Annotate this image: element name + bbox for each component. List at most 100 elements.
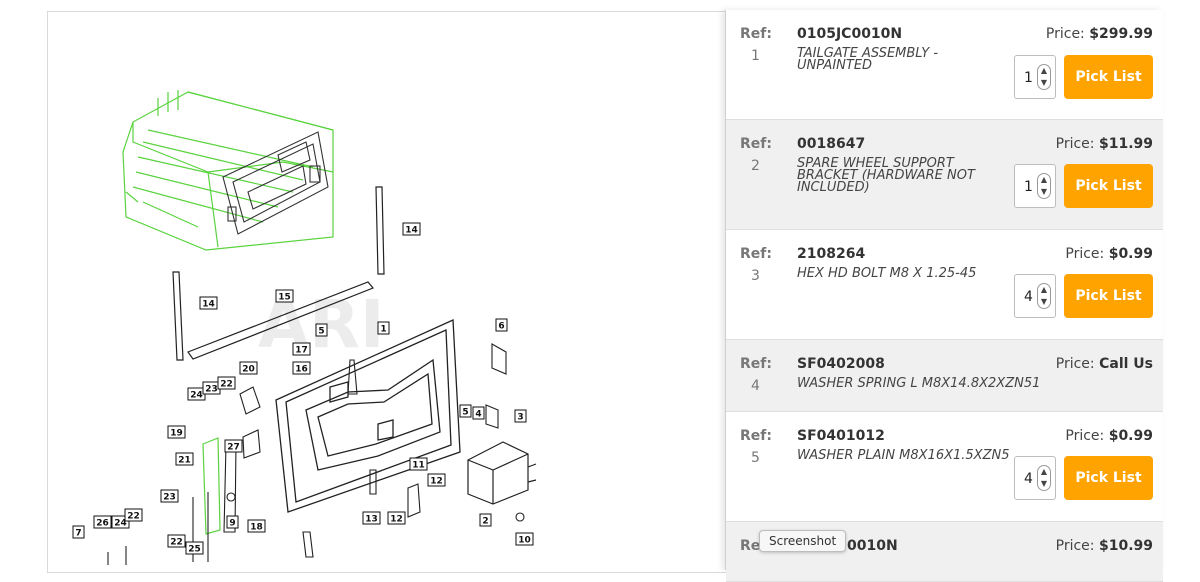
callout-number: 12 <box>390 515 403 525</box>
pick-list-button[interactable]: Pick List <box>1064 274 1153 318</box>
parts-list-panel: Ref: 1 0105JC0010N TAILGATE ASSEMBLY - U… <box>725 10 1163 582</box>
callout-box <box>247 519 266 533</box>
ref-label: Ref: <box>740 428 772 444</box>
spare-wheel-bracket <box>467 441 537 505</box>
callout-box <box>239 361 258 375</box>
ref-label: Ref: <box>740 136 772 152</box>
callout-box <box>387 511 406 525</box>
chevron-up-icon: ▲ <box>1040 175 1048 184</box>
ref-number: 1 <box>751 48 760 64</box>
callout-box <box>175 452 194 466</box>
callout-box <box>93 515 112 529</box>
chevron-up-icon: ▲ <box>1040 467 1048 476</box>
callout-box <box>224 439 243 453</box>
part-description: SPARE WHEEL SUPPORT BRACKET (HARDWARE NO… <box>797 156 975 195</box>
chevron-up-icon: ▲ <box>1040 66 1048 75</box>
part-number[interactable]: 0010N <box>847 538 898 554</box>
quantity-value: 4 <box>1024 289 1033 305</box>
ref-number: 5 <box>751 450 760 466</box>
price: Price: $0.99 <box>1065 246 1153 262</box>
part-row-2: Ref: 2 0018647 SPARE WHEEL SUPPORT BRACK… <box>726 120 1163 230</box>
price: Price: $10.99 <box>1055 538 1153 554</box>
ref-label: Ref: <box>740 356 772 372</box>
callout-number: 22 <box>220 380 233 390</box>
callout-number: 12 <box>430 477 443 487</box>
callout-box <box>377 321 390 335</box>
part-number[interactable]: 0105JC0010N <box>797 26 903 42</box>
screenshot-tooltip: Screenshot <box>759 530 847 552</box>
ref-number: 4 <box>751 378 760 394</box>
part-row-1: Ref: 1 0105JC0010N TAILGATE ASSEMBLY - U… <box>726 10 1163 120</box>
part-description: WASHER SPRING L M8X14.8X2XZN51 <box>797 376 1041 391</box>
callout-number: 13 <box>365 515 378 525</box>
ref-number: 3 <box>751 268 760 284</box>
quantity-value: 1 <box>1024 179 1033 195</box>
stepper-arrows[interactable]: ▲▼ <box>1037 283 1051 309</box>
callout-number: 23 <box>205 385 218 395</box>
chevron-up-icon: ▲ <box>1040 285 1048 294</box>
quantity-stepper[interactable]: 1 ▲▼ <box>1014 164 1056 208</box>
price: Price: $0.99 <box>1065 428 1153 444</box>
callout-box <box>199 296 218 310</box>
hinge-parts <box>239 343 507 459</box>
callout-number: 19 <box>170 429 183 439</box>
part-description: WASHER PLAIN M8X16X1.5XZN5 <box>797 448 1010 463</box>
pick-list-button[interactable]: Pick List <box>1064 55 1153 99</box>
callout-box <box>514 409 527 423</box>
green-bracket <box>202 437 221 535</box>
callout-number: 27 <box>227 443 240 453</box>
quantity-value: 4 <box>1024 471 1033 487</box>
callout-number: 22 <box>170 538 183 548</box>
stepper-arrows[interactable]: ▲▼ <box>1037 465 1051 491</box>
part-number[interactable]: 0018647 <box>797 136 866 152</box>
part-description: HEX HD BOLT M8 X 1.25-45 <box>797 266 977 281</box>
callout-box <box>427 473 446 487</box>
callout-box <box>495 318 508 332</box>
callout-box <box>72 525 85 539</box>
parts-diagram[interactable]: ARI <box>47 11 749 573</box>
quantity-stepper[interactable]: 4 ▲▼ <box>1014 274 1056 318</box>
callout-box <box>124 508 143 522</box>
callout-number: 9 <box>229 519 235 529</box>
price: Price: Call Us <box>1055 356 1153 372</box>
pick-list-button[interactable]: Pick List <box>1064 456 1153 500</box>
callout-number: 24 <box>190 391 203 401</box>
callout-number: 4 <box>475 410 481 420</box>
chevron-down-icon: ▼ <box>1040 78 1048 87</box>
callout-number: 17 <box>295 346 308 356</box>
chevron-down-icon: ▼ <box>1040 187 1048 196</box>
callout-number: 22 <box>127 512 140 522</box>
quantity-stepper[interactable]: 1 ▲▼ <box>1014 55 1056 99</box>
callout-box <box>217 376 236 390</box>
callout-number: 26 <box>96 519 109 529</box>
quantity-stepper[interactable]: 4 ▲▼ <box>1014 456 1056 500</box>
part-number[interactable]: SF0401012 <box>797 428 885 444</box>
chevron-down-icon: ▼ <box>1040 479 1048 488</box>
chevron-down-icon: ▼ <box>1040 297 1048 306</box>
callout-box <box>167 425 186 439</box>
stepper-arrows[interactable]: ▲▼ <box>1037 64 1051 90</box>
cargo-box-drawing <box>122 90 334 251</box>
callout-number: 20 <box>242 365 255 375</box>
callout-box <box>315 323 328 337</box>
pick-list-button[interactable]: Pick List <box>1064 164 1153 208</box>
callout-number: 11 <box>412 461 425 471</box>
callout-box <box>167 534 186 548</box>
ref-label: Ref: <box>740 26 772 42</box>
part-number[interactable]: SF0402008 <box>797 356 885 372</box>
callout-number: 7 <box>75 529 81 539</box>
callout-box <box>275 289 294 303</box>
tailgate-drawing <box>275 319 461 513</box>
part-number[interactable]: 2108264 <box>797 246 866 262</box>
callout-box <box>292 342 311 356</box>
callout-number: 14 <box>405 226 418 236</box>
callout-number: 21 <box>178 456 191 466</box>
callout-box <box>402 222 421 236</box>
callout-number: 6 <box>498 322 504 332</box>
callout-number: 5 <box>318 327 324 337</box>
callout-box <box>479 513 492 527</box>
callout-box <box>515 532 534 546</box>
stepper-arrows[interactable]: ▲▼ <box>1037 173 1051 199</box>
part-row-4: Ref: 4 SF0402008 WASHER SPRING L M8X14.8… <box>726 340 1163 412</box>
